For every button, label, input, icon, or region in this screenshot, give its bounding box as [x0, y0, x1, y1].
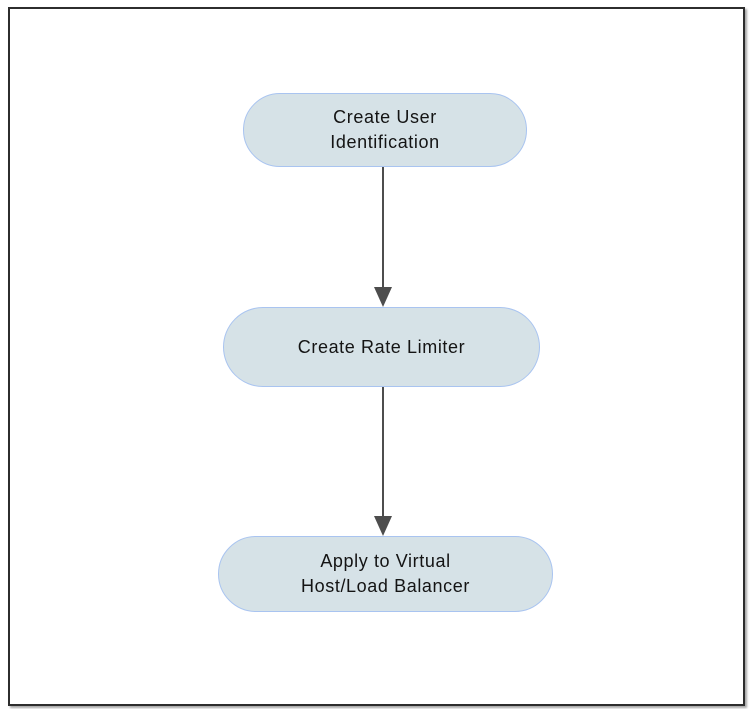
edge-line	[382, 167, 384, 287]
arrowhead-down-icon	[374, 516, 392, 536]
node-label-line: Apply to Virtual	[320, 551, 451, 571]
diagram-frame: Create User Identification Create Rate L…	[8, 7, 745, 706]
edge-line	[382, 387, 384, 516]
node-label-line: Create Rate Limiter	[297, 336, 466, 357]
node-label-line: Identification	[330, 132, 440, 152]
flow-node-create-user-identification: Create User Identification	[243, 93, 527, 167]
flow-node-create-rate-limiter: Create Rate Limiter	[223, 307, 540, 387]
flow-node-apply-to-virtual-host-load-balancer: Apply to Virtual Host/Load Balancer	[218, 536, 553, 612]
node-label-line: Host/Load Balancer	[301, 576, 470, 596]
node-label-line: Create User	[333, 107, 437, 127]
arrowhead-down-icon	[374, 287, 392, 307]
